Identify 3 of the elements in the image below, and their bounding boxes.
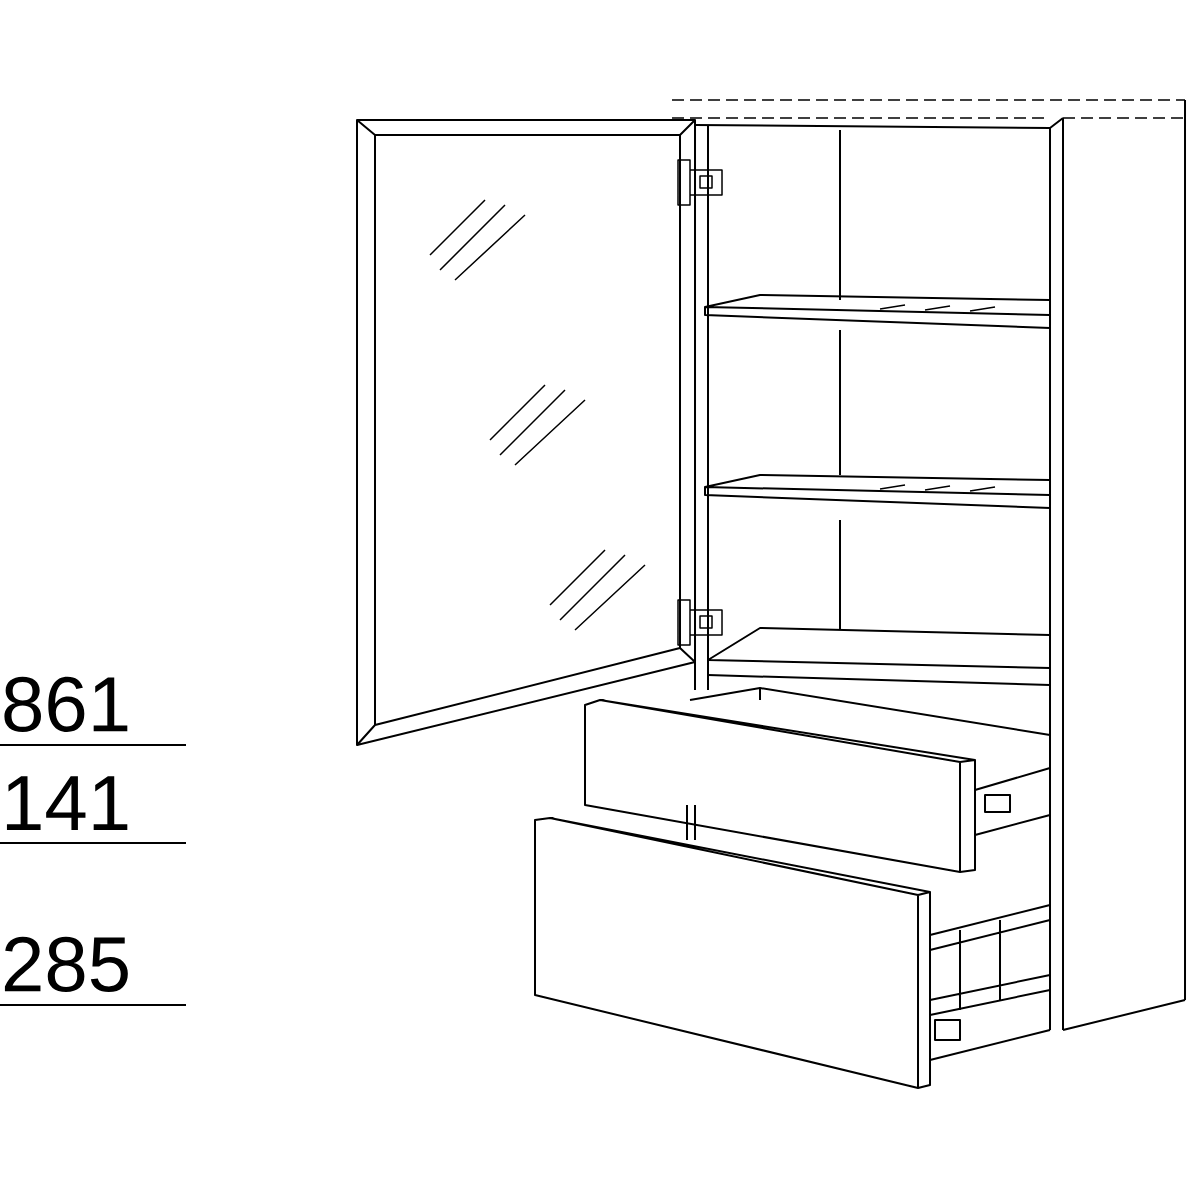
dimension-label: 861 [4, 676, 128, 732]
dimension-label: 285 [4, 936, 128, 992]
dimension-label: 141 [6, 776, 128, 830]
